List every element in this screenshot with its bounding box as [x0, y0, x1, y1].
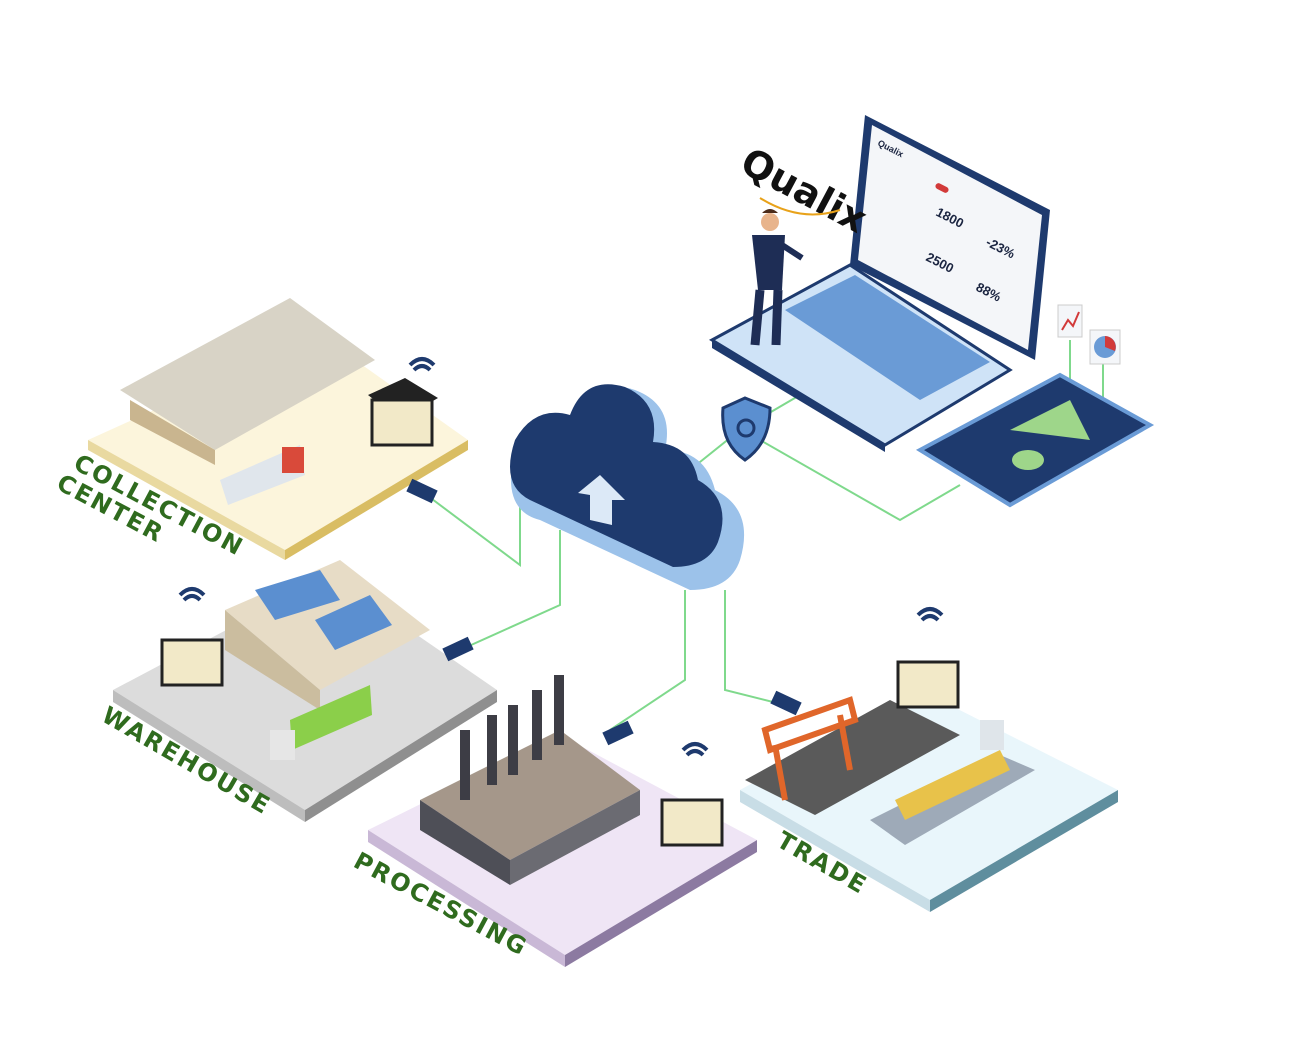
sensor-icon: [442, 636, 474, 662]
laptop: Qualix 1800 -23% 2500 88%: [708, 115, 1050, 452]
security-shield-icon: [721, 396, 772, 462]
wifi-icon: [916, 607, 944, 622]
collection-center-platform: [88, 298, 468, 560]
sensor-icon: [602, 720, 634, 746]
wifi-icon: [681, 742, 709, 757]
wifi-icon: [408, 357, 436, 372]
warehouse-platform: [113, 560, 497, 822]
connector-lines: [419, 340, 1104, 731]
logo-swoosh: [759, 197, 841, 216]
sensor-icon: [406, 478, 438, 504]
cloud-upload-icon: [510, 384, 745, 590]
businessman-figure: [750, 209, 804, 346]
sensor-icon: [770, 690, 802, 716]
qualix-logo: Qualix: [734, 139, 874, 241]
processing-platform: [368, 675, 757, 967]
wifi-icon: [178, 587, 206, 602]
tablet: [915, 304, 1155, 508]
trade-platform: [740, 607, 1118, 912]
